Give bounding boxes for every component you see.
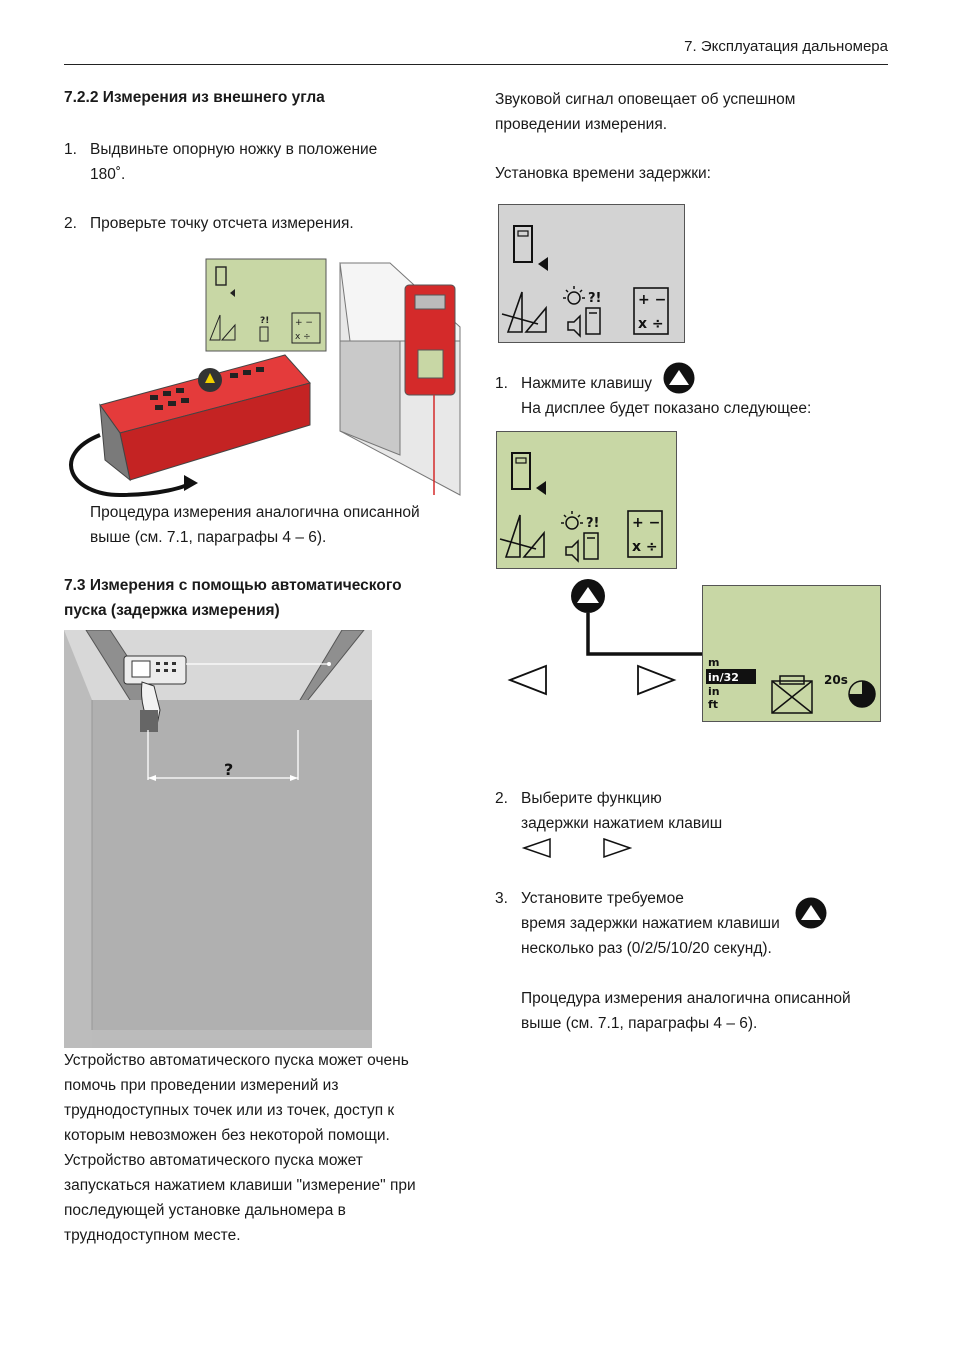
up-key-icon[interactable] — [662, 361, 696, 395]
procedure-right-line1: Процедура измерения аналогична описанной — [521, 990, 851, 1007]
step1-line1-right: Нажмите клавишу — [521, 375, 653, 392]
calculator-icon: + − x ÷ — [627, 510, 663, 558]
body-line: Устройство автоматического пуска может о… — [64, 1052, 409, 1069]
beep-line1: Звуковой сигнал оповещает об успешном — [495, 91, 796, 108]
procedure-right-line2: выше (см. 7.1, параграфы 4 – 6). — [521, 1015, 758, 1032]
section-73-body: Устройство автоматического пуска может о… — [64, 1048, 464, 1248]
speaker-icon — [565, 532, 599, 563]
svg-text:x ÷: x ÷ — [632, 539, 658, 555]
step3-line2-right: время задержки нажатием клавиши — [521, 915, 780, 932]
display-green: ?! + − x ÷ — [496, 431, 677, 569]
arrow-keys-inline — [521, 837, 632, 859]
svg-text:+ −: + − — [295, 318, 313, 328]
room-illustration: ? — [64, 630, 372, 1048]
body-line: которым невозможен без некоторой помощи. — [64, 1127, 390, 1144]
unit-m: m — [708, 656, 719, 669]
body-line: запускаться нажатием клавиши "измерение"… — [64, 1177, 416, 1194]
right-arrow-key-icon[interactable] — [637, 664, 677, 696]
timer-icon — [848, 680, 876, 708]
triangle-area-icon — [501, 291, 547, 333]
step1-number-right: 1. — [495, 375, 508, 392]
step1-number: 1. — [64, 141, 77, 158]
unit-in: in — [708, 685, 720, 698]
svg-text:?!: ?! — [260, 316, 269, 326]
right-arrow-key-icon[interactable] — [603, 837, 632, 859]
step3-line3-right: несколько раз (0/2/5/10/20 секунд). — [521, 940, 772, 957]
body-line: труднодоступном месте. — [64, 1227, 241, 1244]
calculator-icon: + − x ÷ — [633, 287, 669, 335]
light-bulb-icon — [563, 286, 585, 305]
svg-text:+ −: + − — [632, 515, 660, 531]
step3-line1-right: Установите требуемое — [521, 890, 684, 907]
display-initial-gray: ?! + − x ÷ — [498, 204, 685, 343]
step1-line1: Выдвиньте опорную ножку в положение — [90, 141, 378, 158]
body-line: последующей установке дальномера в — [64, 1202, 346, 1219]
left-arrow-key-icon[interactable] — [521, 837, 551, 859]
svg-text:x ÷: x ÷ — [295, 332, 311, 342]
speaker-icon — [567, 307, 601, 338]
header-rule — [64, 64, 888, 65]
unit-ft: ft — [708, 698, 718, 711]
light-indicator: ?! — [586, 516, 599, 531]
beep-line2: проведении измерения. — [495, 116, 668, 133]
step2-number-right: 2. — [495, 790, 508, 807]
pointer-icon — [538, 257, 548, 271]
step2-line2-right: задержки нажатием клавиш — [521, 815, 723, 832]
up-key-icon[interactable] — [794, 896, 828, 930]
step2-text: Проверьте точку отсчета измерения. — [90, 215, 354, 232]
procedure-722-line2: выше (см. 7.1, параграфы 4 – 6). — [90, 529, 327, 546]
section-73-heading-line1: 7.3 Измерения с помощью автоматического — [64, 577, 402, 594]
step2-number: 2. — [64, 215, 77, 232]
triangle-area-icon — [499, 514, 545, 558]
delay-value: 20s — [824, 673, 848, 687]
device-corner-illustration: ?! + − x ÷ — [69, 258, 461, 498]
section-73-heading-line2: пуска (задержка измерения) — [64, 602, 280, 619]
unit-in32-selected: in/32 — [708, 671, 739, 684]
dimension-question-mark: ? — [224, 760, 233, 779]
procedure-722-line1: Процедура измерения аналогична описанной — [90, 504, 420, 521]
delay-navigation-diagram: m in/32 in ft 20s — [507, 579, 881, 722]
step1-line2: 180˚. — [90, 166, 126, 183]
body-line: труднодоступных точек или из точек, дост… — [64, 1102, 395, 1119]
page-header-title: 7. Эксплуатация дальномера — [684, 38, 888, 55]
step1-line2-right: На дисплее будет показано следующее: — [521, 400, 812, 417]
body-line: Устройство автоматического пуска может — [64, 1152, 363, 1169]
left-arrow-key-icon[interactable] — [507, 664, 547, 696]
section-722-heading: 7.2.2 Измерения из внешнего угла — [64, 89, 325, 106]
delay-setup-label: Установка времени задержки: — [495, 165, 711, 182]
crossed-box-icon — [771, 675, 813, 714]
step3-number-right: 3. — [495, 890, 508, 907]
svg-text:x ÷: x ÷ — [638, 316, 664, 332]
pointer-icon — [536, 481, 546, 495]
body-line: помочь при проведении измерений из — [64, 1077, 339, 1094]
light-bulb-icon — [561, 511, 583, 530]
svg-text:+ −: + − — [638, 292, 666, 308]
light-indicator: ?! — [588, 291, 601, 306]
step2-line1-right: Выберите функцию — [521, 790, 662, 807]
